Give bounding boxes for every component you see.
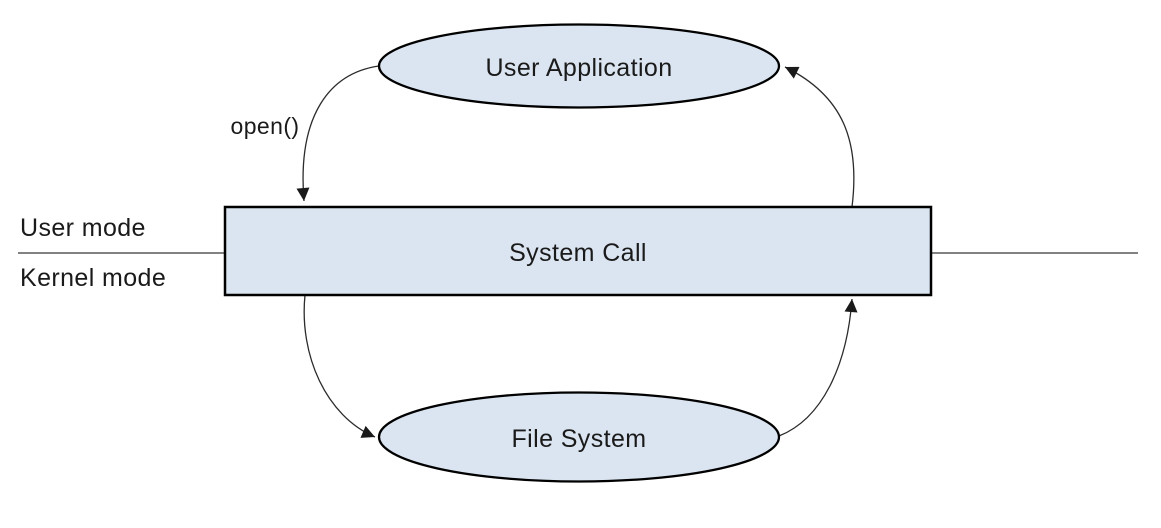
arrow-user-app-to-system-call <box>296 65 380 202</box>
kernel-mode-label: Kernel mode <box>20 264 166 292</box>
file-system-node <box>377 391 781 483</box>
arrow-system-call-to-user-app <box>784 66 855 208</box>
user-mode-label: User mode <box>20 214 146 242</box>
file-system-label: File System <box>512 425 647 453</box>
arrow-system-call-to-file-system <box>303 294 376 438</box>
arrow-file-system-to-system-call <box>778 298 858 437</box>
system-call-node <box>223 205 933 297</box>
user-application-label: User Application <box>485 54 672 82</box>
system-call-label: System Call <box>509 239 647 267</box>
open-call-label: open() <box>231 113 300 139</box>
user-application-node <box>377 23 781 109</box>
